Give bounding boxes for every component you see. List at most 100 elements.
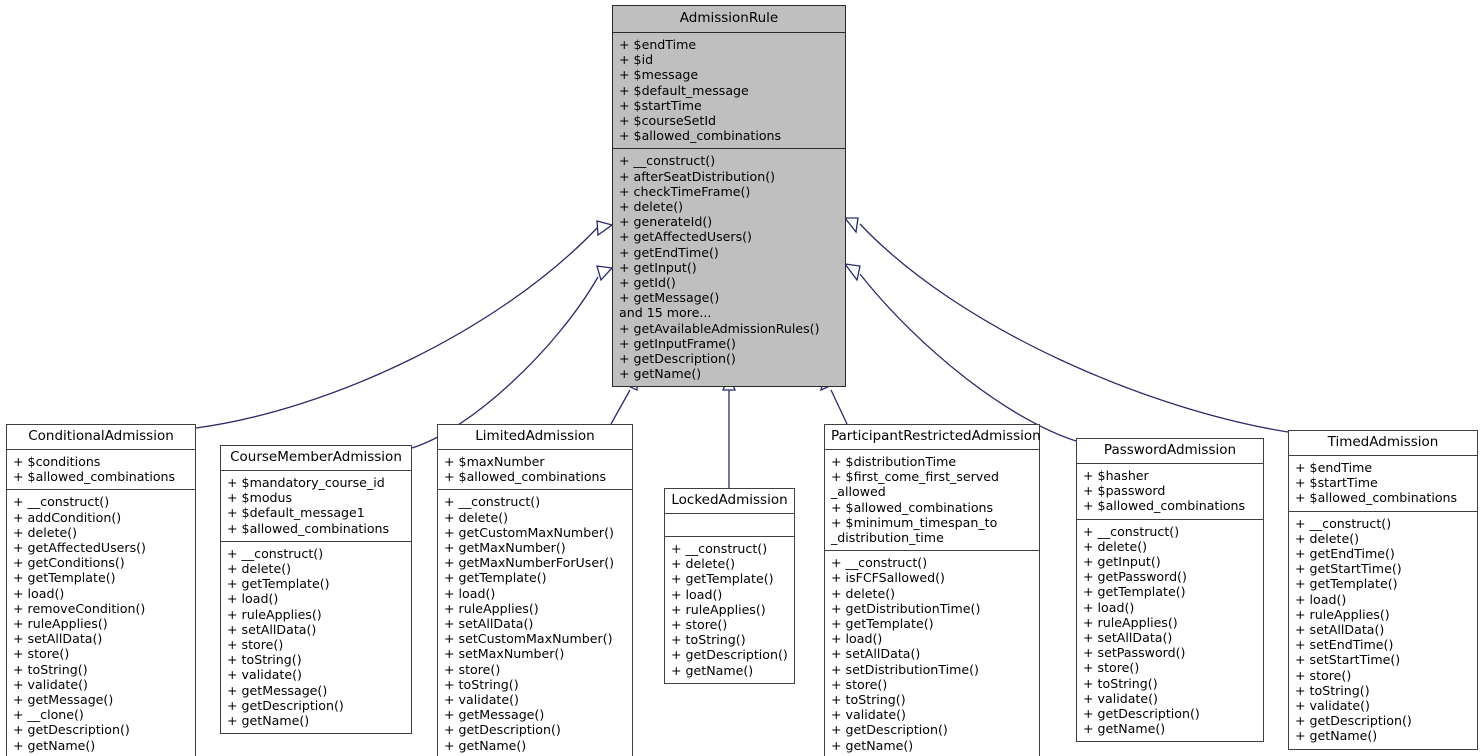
class-member: + load() [671,586,723,602]
class-member: + getName() [831,737,914,753]
class-operations-admission-rule: + __construct()+ afterSeatDistribution()… [613,149,845,386]
class-member: + $startTime [1295,475,1378,491]
class-member: + getCustomMaxNumber() [444,524,614,540]
class-member: + getInputFrame() [619,335,736,351]
class-box-limited-admission[interactable]: LimitedAdmission + $maxNumber+ $allowed_… [437,424,633,756]
class-member: + __construct() [13,494,110,510]
class-attributes-admission-rule: + $endTime+ $id+ $message+ $default_mess… [613,33,845,150]
class-member: + setEndTime() [1295,637,1394,653]
class-member: + getTemplate() [1295,576,1398,592]
class-title-timed-admission: TimedAdmission [1289,431,1477,456]
class-member: + setCustomMaxNumber() [444,631,613,647]
edge-locked-admission [722,373,736,488]
class-attributes-password-admission: + $hasher+ $password+ $allowed_combinati… [1077,464,1263,520]
class-box-timed-admission[interactable]: TimedAdmission + $endTime+ $startTime+ $… [1288,430,1478,750]
class-title-conditional-admission: ConditionalAdmission [7,425,195,450]
class-title-limited-admission: LimitedAdmission [438,425,632,450]
class-member: + isFCFSallowed() [831,570,945,586]
class-member: + __clone() [13,707,84,723]
class-box-participant-restricted-admission[interactable]: ParticipantRestrictedAdmission + $distri… [824,424,1041,756]
class-operations-conditional-admission: + __construct()+ addCondition()+ delete(… [7,490,195,756]
class-member: + ruleApplies() [1295,606,1390,622]
class-box-password-admission[interactable]: PasswordAdmission + $hasher+ $password+ … [1076,438,1264,743]
class-member: + getInput() [1083,554,1161,570]
class-member: + setStartTime() [1295,652,1401,668]
edge-password-admission [843,263,1077,442]
class-member: and 15 more... [619,305,712,321]
class-member: + setAllData() [831,646,921,662]
class-member: + afterSeatDistribution() [619,168,776,184]
class-member: + load() [227,591,279,607]
class-member: + getAffectedUsers() [619,229,752,245]
class-box-locked-admission[interactable]: LockedAdmission + __construct()+ delete(… [664,488,795,684]
class-member: + ruleApplies() [1083,614,1178,630]
class-member: + getTemplate() [671,571,774,587]
class-member: + getStartTime() [1295,561,1402,577]
class-member: + $courseSetId [619,113,717,129]
class-member: + delete() [671,556,736,572]
class-member: + $conditions [13,454,101,469]
class-attributes-conditional-admission: + $conditions+ $allowed_combinations [7,450,195,491]
class-member: + getDistributionTime() [831,600,981,616]
class-member: + toString() [671,632,746,648]
class-member: + ruleApplies() [227,606,322,622]
class-member: + toString() [444,676,519,692]
class-member: + getDescription() [13,722,130,738]
class-member: + getDescription() [227,697,344,713]
class-member: + $mandatory_course_id [227,475,385,490]
class-member: + toString() [227,652,302,668]
class-member: + getTemplate() [227,576,330,592]
class-member: + load() [831,631,883,647]
class-member: + removeCondition() [13,600,146,616]
class-member: + getEndTime() [619,244,719,260]
class-member: + getDescription() [444,722,561,738]
class-member: + getTemplate() [444,570,547,586]
class-member: + delete() [1295,530,1360,546]
class-member: + $distributionTime [831,454,957,469]
class-member: + delete() [1083,538,1148,554]
class-member: + $allowed_combinations [831,499,994,515]
class-member: + validate() [227,667,302,683]
class-member: + getConditions() [13,555,125,571]
class-member: + getDescription() [671,647,788,663]
class-member: + getDescription() [831,722,948,738]
class-member: + getName() [619,366,702,382]
class-member: + $first_come_first_served _allowed [831,469,1000,500]
class-member: + store() [1295,667,1352,683]
class-title-participant-restricted-admission: ParticipantRestrictedAdmission [825,425,1041,450]
class-member: + store() [13,646,70,662]
class-member: + $modus [227,490,293,506]
class-member: + __construct() [444,494,541,510]
class-attributes-course-member-admission: + $mandatory_course_id+ $modus+ $default… [221,471,411,542]
class-member: + $allowed_combinations [13,469,176,485]
class-member: + getAffectedUsers() [13,540,146,556]
class-attributes-participant-restricted-admission: + $distributionTime+ $first_come_first_s… [825,450,1039,552]
class-member: + getId() [619,275,676,291]
class-member: + validate() [1295,698,1370,714]
class-member: + delete() [619,199,684,215]
class-member: + $minimum_timespan_to _distribution_tim… [831,514,998,546]
class-box-course-member-admission[interactable]: CourseMemberAdmission + $mandatory_cours… [220,445,412,735]
class-member: + delete() [227,561,292,577]
class-member: + store() [1083,660,1140,676]
class-member: + __construct() [671,541,768,556]
class-title-password-admission: PasswordAdmission [1077,439,1263,464]
class-member: + $endTime [1295,460,1373,475]
class-box-admission-rule[interactable]: AdmissionRule + $endTime+ $id+ $message+… [612,5,846,388]
class-member: + __construct() [831,555,928,571]
class-member: + store() [671,617,728,633]
class-member: + getName() [671,662,754,678]
class-member: + delete() [831,585,896,601]
class-member: + delete() [13,524,78,540]
class-member: + getEndTime() [1295,546,1395,562]
edge-timed-admission [843,217,1289,433]
class-member: + $allowed_combinations [619,128,782,144]
class-member: + ruleApplies() [671,601,766,617]
class-member: + setPassword() [1083,645,1186,661]
class-member: + setMaxNumber() [444,646,565,662]
class-box-conditional-admission[interactable]: ConditionalAdmission + $conditions+ $all… [6,424,196,756]
class-member: + getInput() [619,259,697,275]
class-title-course-member-admission: CourseMemberAdmission [221,446,411,471]
class-member: + $message [619,67,699,83]
